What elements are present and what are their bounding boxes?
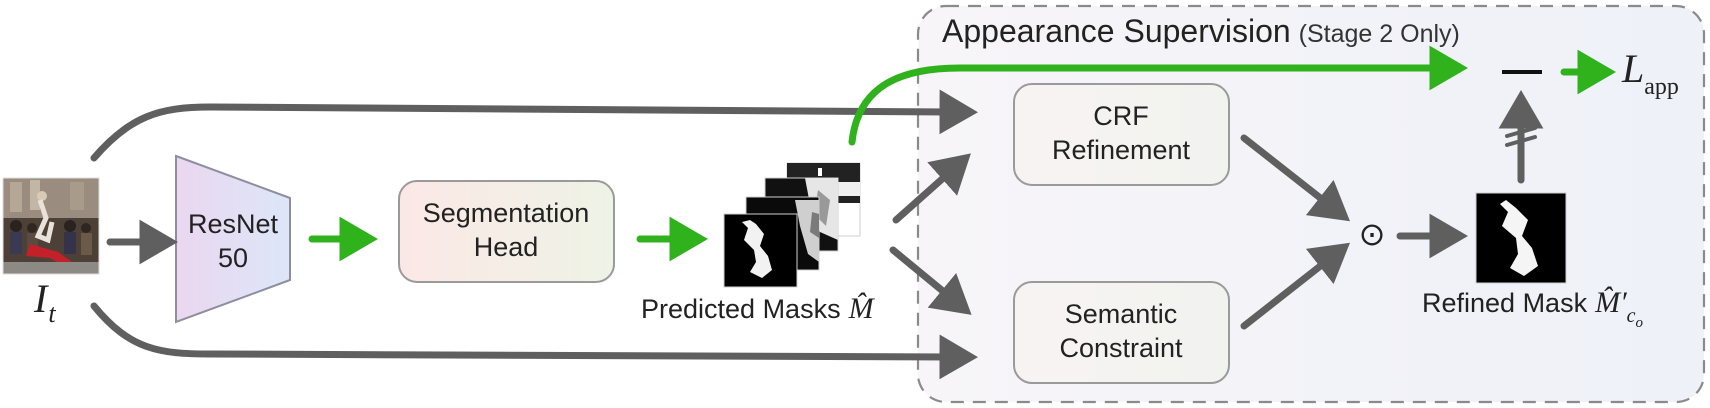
refined-mask-subscript: c — [1627, 305, 1636, 327]
elementwise-product-symbol: ⊙ — [1359, 216, 1386, 252]
refined-mask-subsubscript: o — [1636, 315, 1644, 331]
loss-subscript: app — [1644, 74, 1679, 100]
street-dance-photo-icon — [3, 178, 99, 274]
resnet-block: ResNet 50 — [175, 154, 291, 324]
predicted-masks-label: Predicted Masks — [641, 294, 841, 324]
panel-subtitle: (Stage 2 Only) — [1299, 20, 1460, 48]
svg-text:Appearance Supervision(Stage 2: Appearance Supervision (Stage 2 Only) — [942, 13, 1460, 49]
refined-mask-symbol: M̂′ — [1594, 286, 1627, 319]
input-image: It — [2, 177, 100, 328]
svg-text:Lapp: Lapp — [1621, 46, 1679, 100]
arrow-crf-to-product — [1240, 134, 1351, 222]
segmentation-head-block: Segmentation Head — [398, 180, 615, 283]
crf-line2: Refinement — [1052, 135, 1191, 165]
loss-symbol: L — [1621, 46, 1644, 91]
arrow-input-to-semantic — [90, 302, 978, 380]
stop-gradient-marks — [1505, 126, 1537, 147]
svg-text:It: It — [33, 276, 56, 328]
gray-arrows — [90, 89, 1544, 380]
arrow-semantic-to-product — [1240, 242, 1351, 330]
segmentation-head-line1: Segmentation — [423, 198, 590, 228]
semantic-constraint-block: Semantic Constraint — [1013, 281, 1230, 384]
semantic-line1: Semantic — [1065, 299, 1178, 329]
crf-refinement-block: CRF Refinement — [1013, 83, 1230, 186]
segmentation-head-line2: Head — [474, 232, 539, 262]
arrow-masks-to-semantic — [889, 246, 972, 315]
mask-thumbnail-front — [723, 213, 798, 288]
arrow-masks-to-crf — [892, 153, 971, 224]
elementwise-product-node: ⊙ — [1359, 216, 1386, 252]
panel-title: Appearance Supervision — [942, 13, 1291, 49]
resnet-label-line2: 50 — [218, 243, 248, 273]
input-label: I — [33, 276, 49, 321]
predicted-masks-symbol: M̂ — [848, 292, 876, 325]
refined-mask-label: Refined Mask — [1422, 288, 1588, 318]
input-subscript: t — [48, 299, 56, 328]
resnet-label-line1: ResNet — [188, 209, 279, 239]
loss-node: Lapp — [1502, 46, 1679, 100]
crf-line1: CRF — [1093, 101, 1149, 131]
semantic-line2: Constraint — [1059, 333, 1183, 363]
green-arrows — [308, 45, 1616, 262]
arrow-input-to-crf — [90, 89, 978, 162]
arrow-masks-to-minus — [848, 45, 1468, 146]
